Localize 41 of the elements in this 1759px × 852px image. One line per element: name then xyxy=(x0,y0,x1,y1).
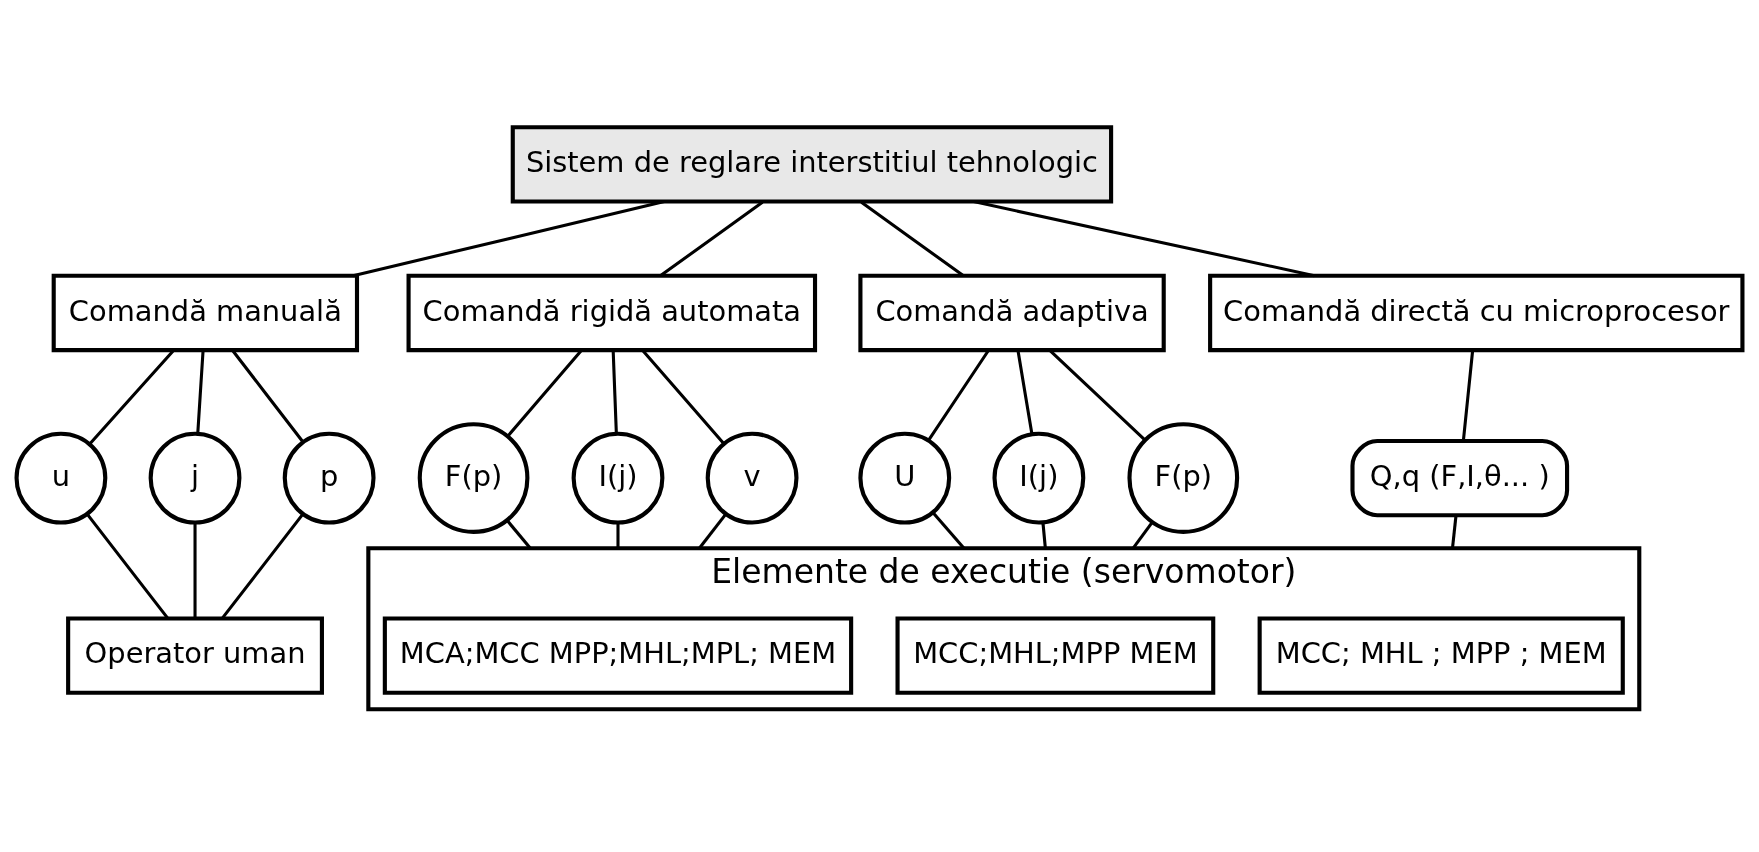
node-box: Comandă manuală xyxy=(51,273,360,352)
node-box: Comandă rigidă automata xyxy=(406,273,818,352)
connector xyxy=(616,522,620,548)
node-circle: F(p) xyxy=(1127,421,1240,534)
connector xyxy=(931,511,966,549)
node-box: Comandă directă cu microprocesor xyxy=(1208,273,1745,352)
connector xyxy=(860,200,965,277)
connector xyxy=(927,349,990,441)
connector xyxy=(86,512,169,619)
connector xyxy=(641,349,726,445)
connector xyxy=(1041,522,1047,548)
connector xyxy=(88,349,175,445)
node-circle: F(p) xyxy=(417,421,530,534)
node-box: MCA;MCC MPP;MHL;MPL; MEM xyxy=(382,615,854,695)
node-circle: p xyxy=(282,431,376,524)
node-box: Operator uman xyxy=(66,615,324,695)
connector xyxy=(1016,350,1034,434)
node-box: Q,q (F,I,θ... ) xyxy=(1350,438,1570,517)
node-box: MCC; MHL ; MPP ; MEM xyxy=(1257,615,1625,695)
node-circle: U xyxy=(858,431,952,524)
connector xyxy=(611,350,618,434)
connector xyxy=(1450,514,1458,548)
connector xyxy=(193,522,197,618)
node-circle: I(j) xyxy=(992,431,1086,524)
node-box: MCC;MHL;MPP MEM xyxy=(895,615,1216,695)
connector xyxy=(1131,520,1154,549)
connector xyxy=(659,200,764,277)
connector xyxy=(196,350,205,434)
node-circle: j xyxy=(148,431,242,524)
connector xyxy=(221,512,304,619)
connector xyxy=(506,349,583,437)
connector xyxy=(1461,350,1475,441)
node-circle: I(j) xyxy=(571,431,665,524)
connector xyxy=(1049,349,1146,441)
node-box: Sistem de reglare interstitiul tehnologic xyxy=(510,124,1114,204)
node-circle: u xyxy=(14,431,108,524)
connector xyxy=(231,349,305,443)
connector xyxy=(698,512,727,549)
node-box: Comandă adaptiva xyxy=(858,273,1166,352)
connector xyxy=(505,518,532,549)
node-circle: v xyxy=(705,431,799,524)
